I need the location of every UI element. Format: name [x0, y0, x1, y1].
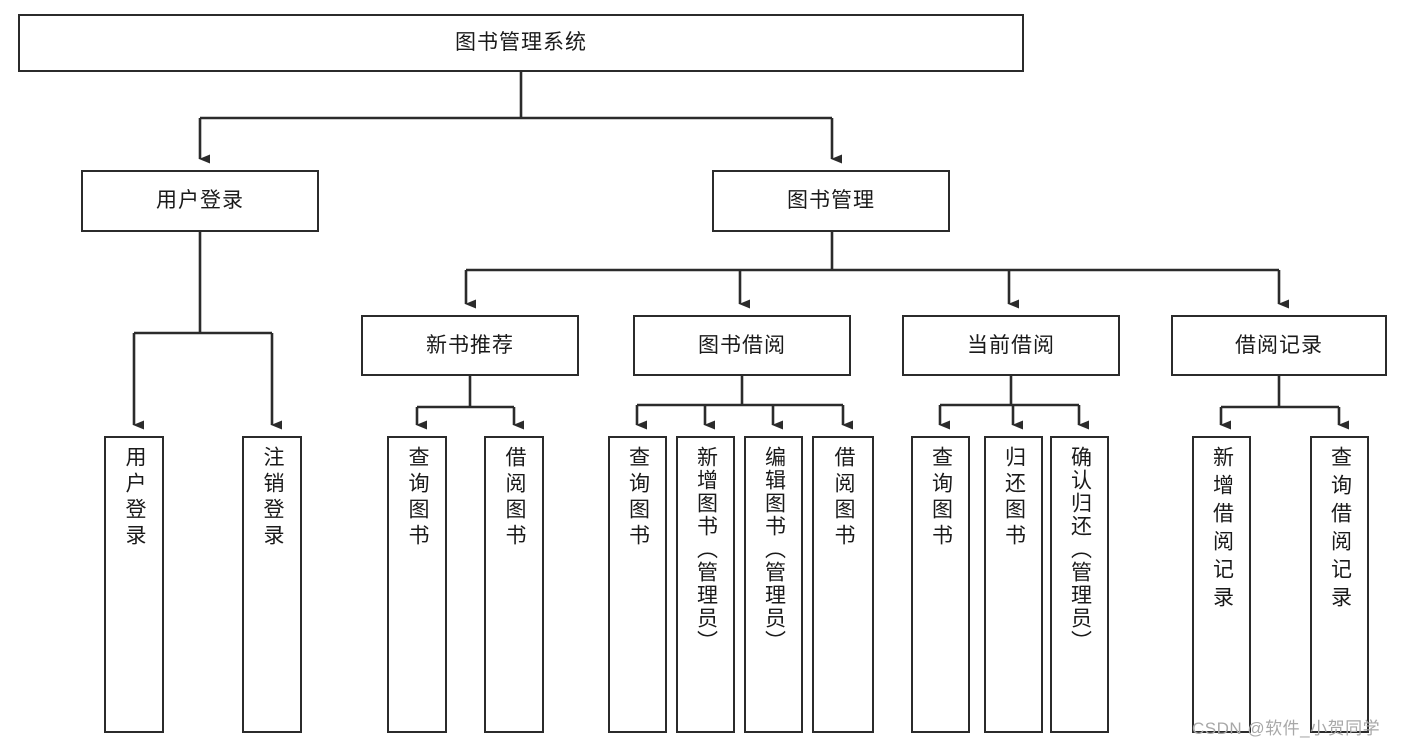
node-borrow-book-1-label: 借阅图书	[503, 446, 527, 550]
node-query-book-1-label: 查询图书	[406, 446, 430, 550]
node-user-login-label: 用户登录	[156, 189, 244, 213]
watermark-text: CSDN @软件_小贺同学	[1192, 719, 1381, 738]
node-query-borrow-record[interactable]: 查询借阅记录	[1310, 436, 1369, 733]
node-add-book-label: 新增图书（管理员）	[694, 446, 718, 653]
node-edit-book-label: 编辑图书（管理员）	[762, 446, 786, 653]
node-user-logout-label: 注销登录	[261, 446, 285, 550]
node-return-book[interactable]: 归还图书	[984, 436, 1043, 733]
node-user-login-do-label: 用户登录	[123, 446, 147, 550]
node-new-book-recommend[interactable]: 新书推荐	[361, 315, 579, 376]
node-query-book-2-label: 查询图书	[626, 446, 650, 550]
node-query-book-2[interactable]: 查询图书	[608, 436, 667, 733]
node-root[interactable]: 图书管理系统	[18, 14, 1024, 72]
node-add-book[interactable]: 新增图书（管理员）	[676, 436, 735, 733]
node-borrow-record[interactable]: 借阅记录	[1171, 315, 1387, 376]
node-borrow-book-2[interactable]: 借阅图书	[812, 436, 874, 733]
node-book-manage-label: 图书管理	[787, 189, 875, 213]
node-book-borrow[interactable]: 图书借阅	[633, 315, 851, 376]
node-book-manage[interactable]: 图书管理	[712, 170, 950, 232]
node-borrow-book-1[interactable]: 借阅图书	[484, 436, 544, 733]
node-confirm-return-label: 确认归还（管理员）	[1068, 446, 1092, 653]
node-book-borrow-label: 图书借阅	[698, 333, 786, 357]
node-borrow-record-label: 借阅记录	[1235, 333, 1323, 357]
node-user-login[interactable]: 用户登录	[81, 170, 319, 232]
node-user-logout[interactable]: 注销登录	[242, 436, 302, 733]
node-query-book-3[interactable]: 查询图书	[911, 436, 970, 733]
node-edit-book[interactable]: 编辑图书（管理员）	[744, 436, 803, 733]
node-user-login-do[interactable]: 用户登录	[104, 436, 164, 733]
node-confirm-return[interactable]: 确认归还（管理员）	[1050, 436, 1109, 733]
node-add-borrow-record[interactable]: 新增借阅记录	[1192, 436, 1251, 733]
node-query-book-1[interactable]: 查询图书	[387, 436, 447, 733]
node-query-borrow-record-label: 查询借阅记录	[1328, 446, 1352, 614]
node-new-book-recommend-label: 新书推荐	[426, 333, 514, 357]
node-current-borrow-label: 当前借阅	[967, 333, 1055, 357]
node-return-book-label: 归还图书	[1002, 446, 1026, 550]
node-query-book-3-label: 查询图书	[929, 446, 953, 550]
node-borrow-book-2-label: 借阅图书	[832, 446, 856, 550]
node-current-borrow[interactable]: 当前借阅	[902, 315, 1120, 376]
node-root-label: 图书管理系统	[455, 31, 587, 55]
node-add-borrow-record-label: 新增借阅记录	[1210, 446, 1234, 614]
